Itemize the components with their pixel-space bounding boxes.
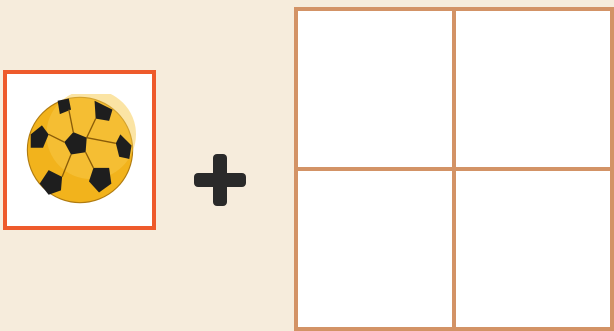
soccer-ball-icon [24, 94, 136, 206]
grid-cell-bottom-left[interactable] [298, 171, 452, 327]
answer-grid [294, 7, 614, 331]
grid-cell-top-right[interactable] [456, 11, 610, 167]
grid-cell-bottom-right[interactable] [456, 171, 610, 327]
plus-icon [194, 154, 246, 206]
plus-vertical-bar [213, 154, 227, 206]
grid-cell-top-left[interactable] [298, 11, 452, 167]
item-card[interactable] [3, 70, 156, 230]
